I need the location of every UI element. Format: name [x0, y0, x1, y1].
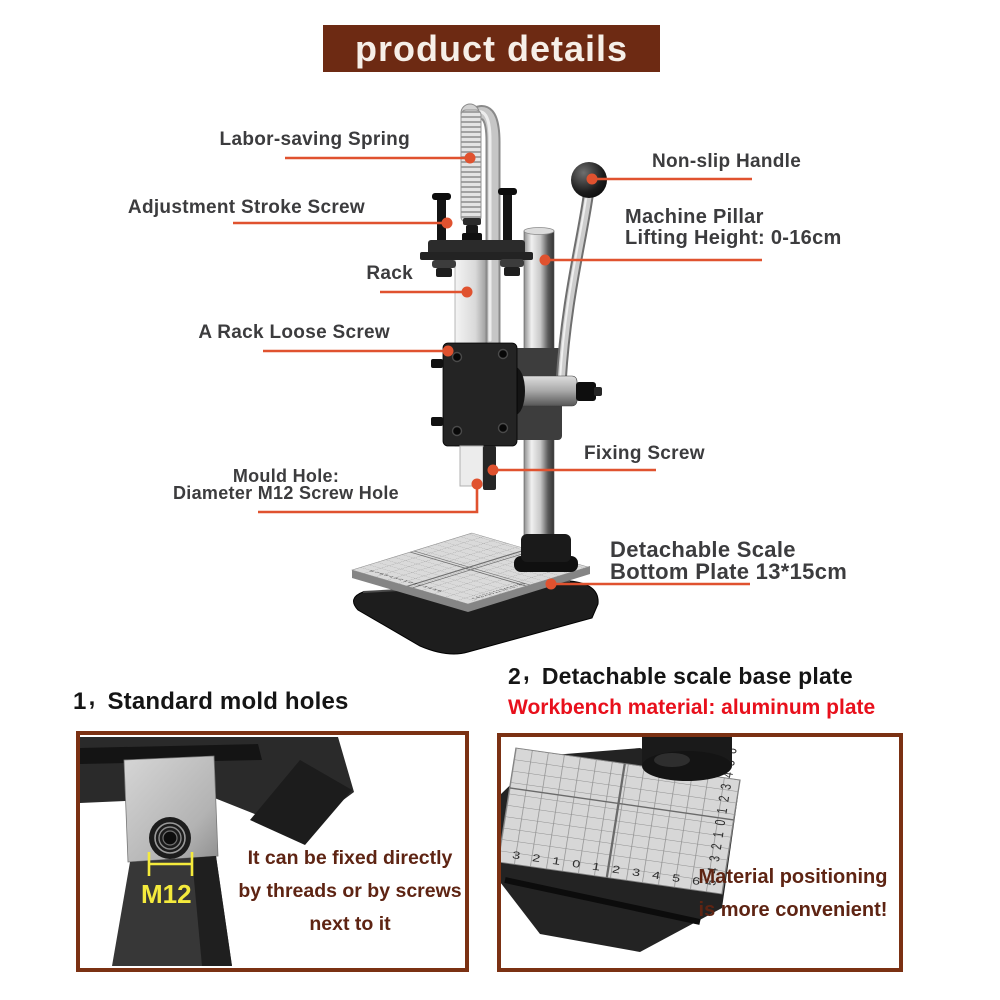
mold-hole-photo: M12 [80, 737, 354, 966]
press-machine-illustration: 876543210123456 543210123456789 [351, 103, 607, 655]
clamp-body [112, 856, 232, 966]
section-1-number: 1 [73, 688, 87, 715]
mould-punch [459, 445, 496, 490]
adjustment-stroke-screws [420, 188, 533, 277]
section-2-number: 2 [508, 663, 521, 689]
machine-head-block [431, 342, 518, 447]
label-rack-loose-screw: A Rack Loose Screw [198, 322, 390, 343]
non-slip-handle [555, 162, 607, 390]
pillar-cylinder [642, 737, 732, 781]
mold-block [123, 755, 219, 863]
section-1-heading: 1 Standard mold holes [73, 688, 349, 716]
label-non-slip-handle: Non-slip Handle [652, 151, 802, 172]
section-1-photo-panel: M12 It can be fixed directly by threads … [76, 731, 469, 972]
label-adjustment-stroke-screw: Adjustment Stroke Screw [127, 197, 365, 218]
ideographic-comma [521, 663, 542, 689]
section-2-subheading: Workbench material: aluminum plate [508, 696, 876, 719]
section-1-heading-text: Standard mold holes [107, 688, 349, 715]
page-title: product details [323, 25, 660, 72]
section-1-body: It can be fixed directly by threads or b… [238, 847, 462, 935]
label-detachable-scale: Detachable Scale Bottom Plate 13*15cm [610, 537, 848, 584]
section-2-body: Material positioning is more convenient! [698, 866, 888, 921]
leader-mould-hole [258, 484, 479, 514]
page-title-text: product details [354, 27, 629, 69]
m12-dimension-label: M12 [141, 879, 192, 909]
label-rack: Rack [366, 263, 413, 284]
scale-plate-photo: 3 2 1 0 1 2 3 4 5 6 5 4 3 2 1 0 1 2 3 4 … [501, 737, 741, 952]
label-mould-hole: Mould Hole: Diameter M12 Screw Hole [173, 466, 399, 503]
ideographic-comma [87, 688, 108, 715]
machine-shaft-boss [505, 367, 602, 415]
label-fixing-screw: Fixing Screw [584, 443, 705, 464]
m12-dimension [147, 852, 194, 876]
section-2-heading-text: Detachable scale base plate [541, 663, 853, 689]
label-labor-saving-spring: Labor-saving Spring [219, 129, 410, 150]
section-2-photo-panel: 3 2 1 0 1 2 3 4 5 6 5 4 3 2 1 0 1 2 3 4 … [497, 733, 903, 972]
label-machine-pillar: Machine Pillar Lifting Height: 0-16cm [625, 206, 842, 249]
section-2-heading: 2 Detachable scale base plate [508, 663, 853, 691]
